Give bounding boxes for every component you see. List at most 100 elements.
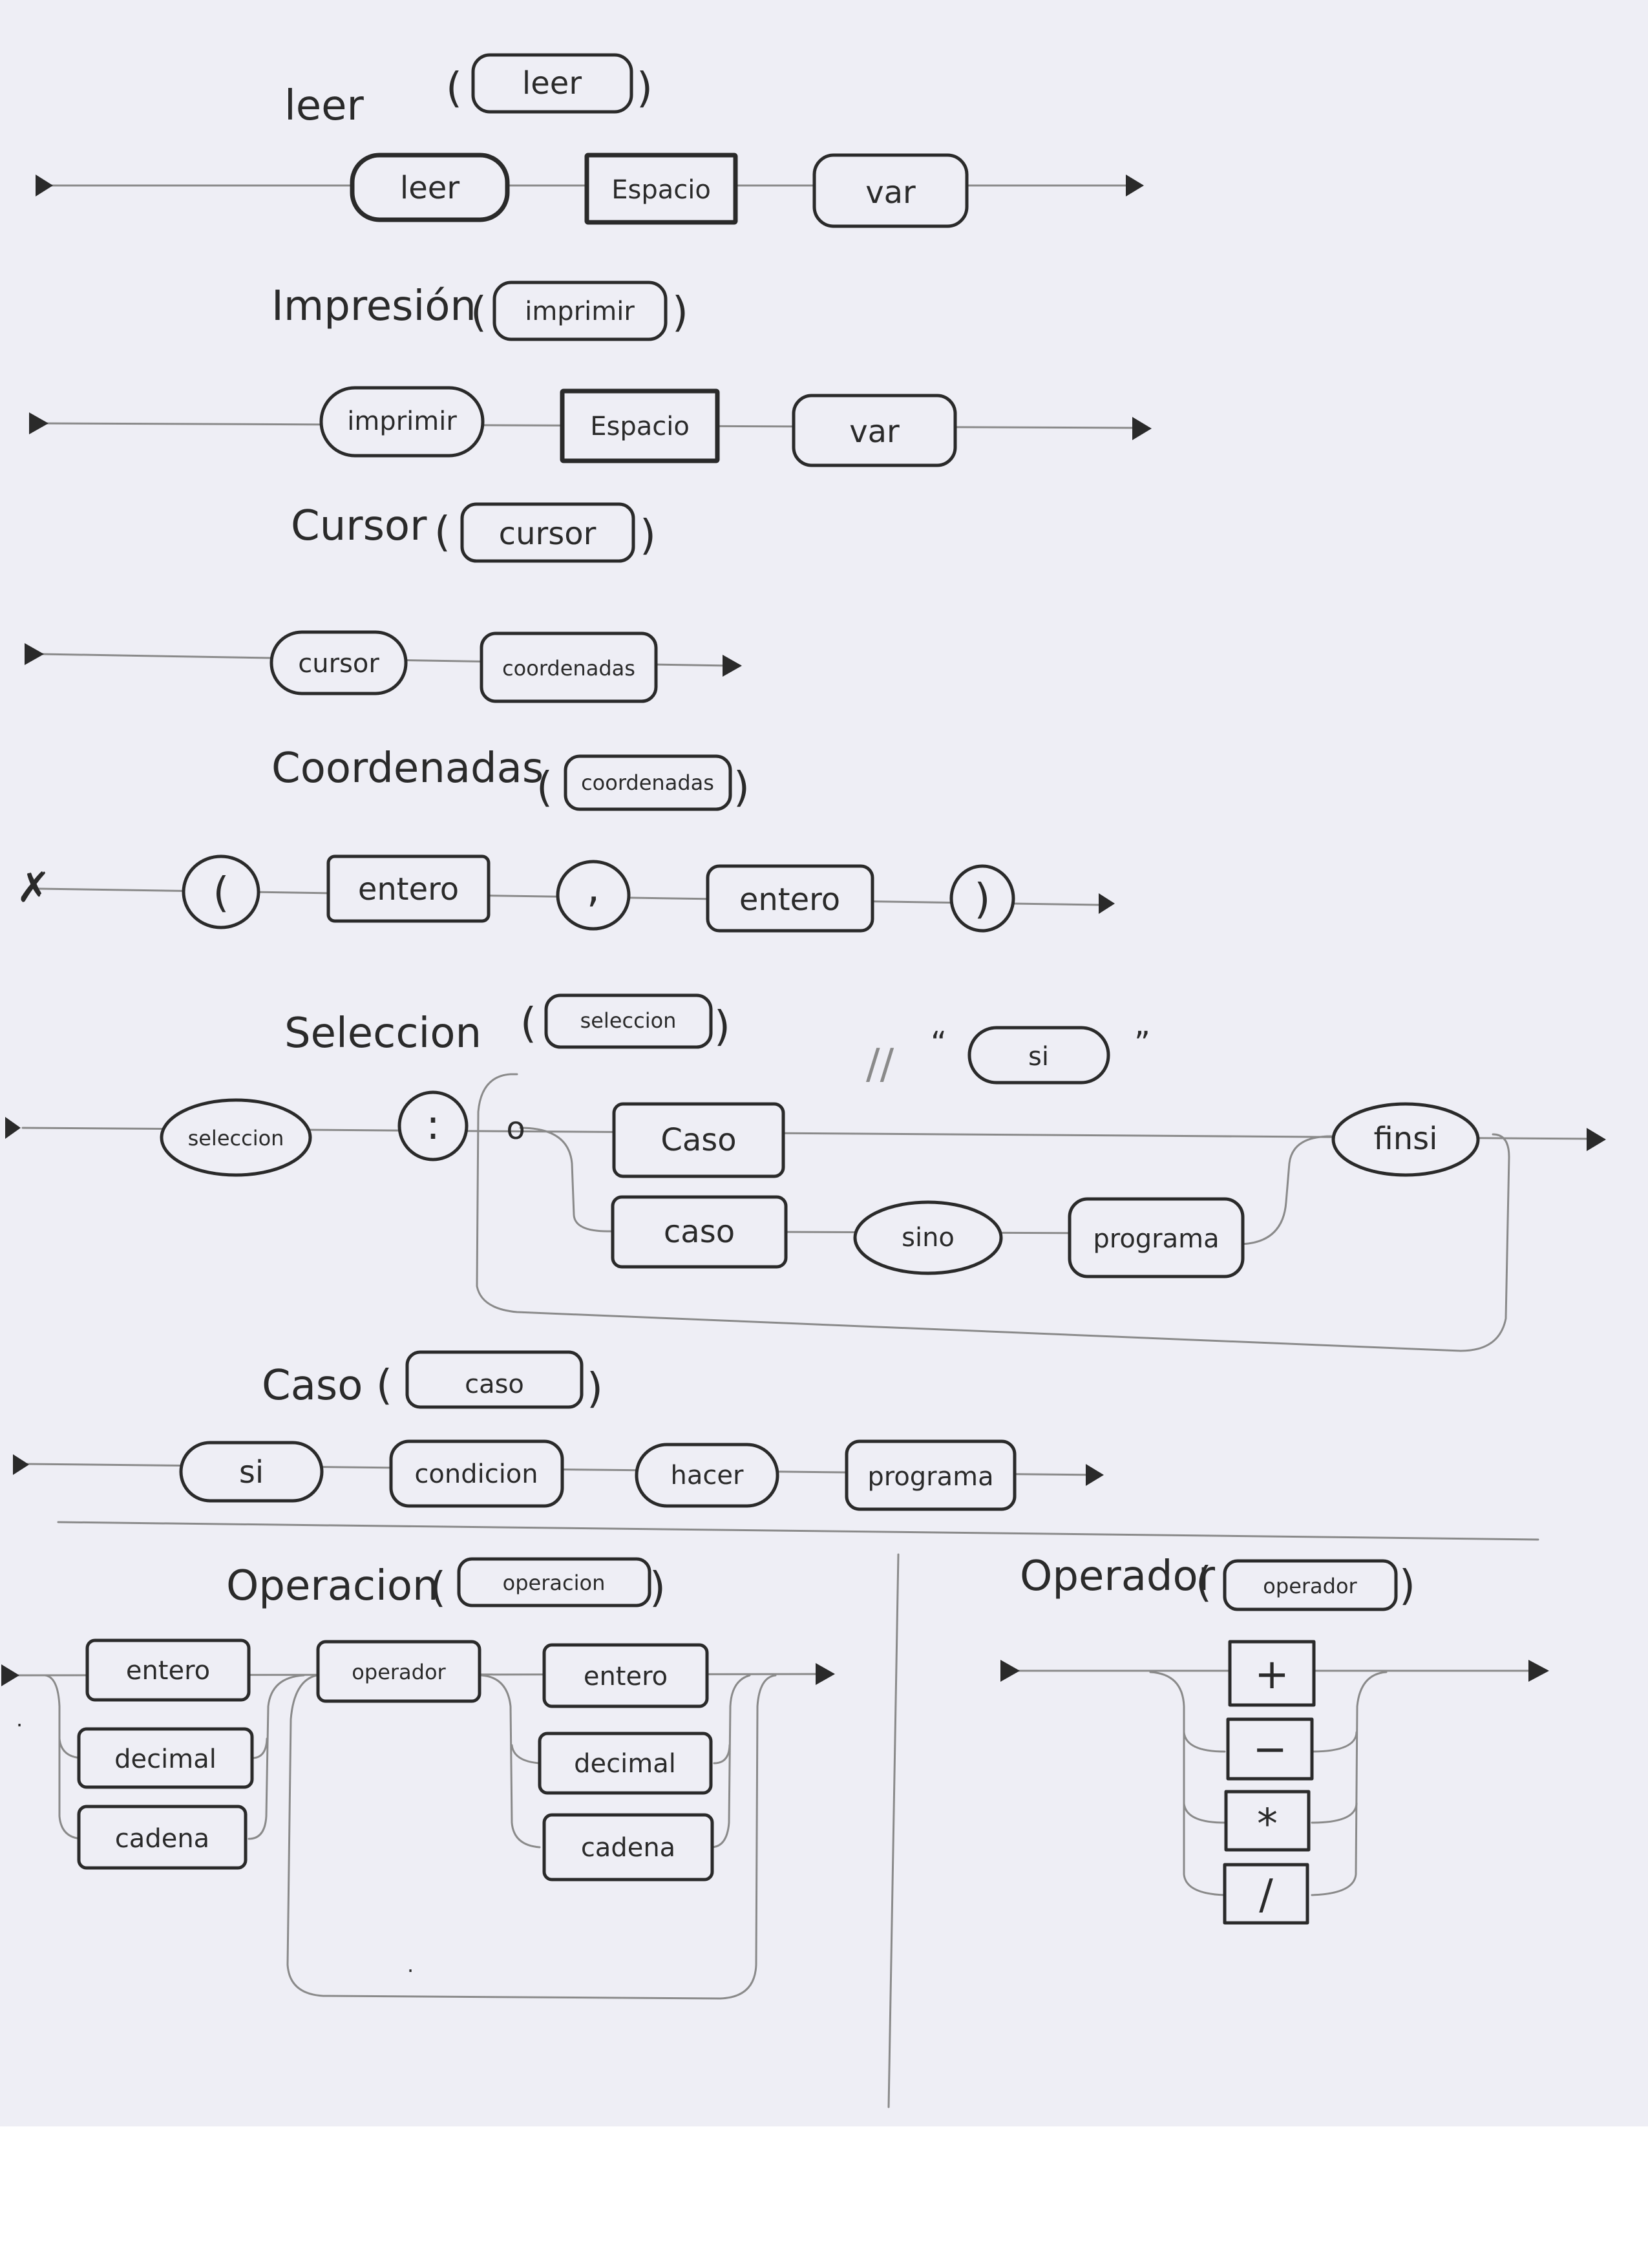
leer-start-arrow — [36, 175, 53, 196]
caso-ref-open-paren: ( — [376, 1362, 392, 1410]
coordenadas-node-comma-label: , — [587, 864, 600, 912]
operacion-left-node-cadena-label: cadena — [115, 1824, 209, 1854]
operacion-node-operador-label: operador — [352, 1660, 446, 1684]
coordenadas-end-arrow — [1099, 893, 1115, 914]
coordenadas-ref-close-paren: ) — [734, 764, 750, 812]
operacion-left-branch-track — [44, 1674, 85, 1840]
operacion-left-node-entero-label: entero — [126, 1656, 210, 1686]
seleccion-ref-close-paren: ) — [714, 1003, 730, 1051]
operador-branch-track — [1149, 1671, 1226, 1896]
impresion-node-var-label: var — [849, 414, 900, 450]
operador-node-divide — [1223, 1863, 1309, 1925]
cursor-ref-open-paren: ( — [434, 509, 450, 556]
coordenadas-ref-open-paren: ( — [536, 764, 553, 812]
vertical-divider — [887, 1553, 900, 2108]
operador-node-times — [1224, 1790, 1311, 1852]
operacion-node-operador — [316, 1640, 481, 1703]
caso-node-programa — [845, 1439, 1017, 1511]
coordenadas-node-open-paren — [182, 854, 260, 929]
seleccion-node-finsi-label: finsi — [1374, 1121, 1438, 1157]
operador-node-minus-label: − — [1252, 1726, 1287, 1774]
coordenadas-start-marker: ✗ — [16, 864, 51, 912]
operacion-ref-box — [457, 1557, 651, 1607]
caso-node-programa-label: programa — [867, 1462, 993, 1492]
operacion-left-node-decimal — [77, 1727, 254, 1789]
operacion-section: Operacion ( operacion ) · entero decimal… — [1, 1557, 835, 2000]
seleccion-node-seleccion-label: seleccion — [188, 1126, 284, 1150]
caso-node-condicion-label: condicion — [414, 1459, 538, 1489]
seleccion-node-sino-label: sino — [902, 1223, 955, 1253]
operador-node-plus — [1228, 1640, 1316, 1707]
seleccion-comment-node-si-label: si — [1028, 1042, 1049, 1072]
seleccion-ref-box — [544, 993, 713, 1049]
caso-ref-close-paren: ) — [587, 1365, 603, 1413]
seleccion-node-caso-2-label: caso — [664, 1214, 735, 1250]
operacion-stray-mark: · — [16, 1713, 23, 1737]
seleccion-join-track — [1236, 1135, 1333, 1245]
leer-ref-open-paren: ( — [446, 65, 462, 112]
impresion-ref-open-paren: ( — [470, 289, 487, 337]
cursor-ref-box — [460, 502, 635, 563]
coordenadas-node-entero-1-label: entero — [358, 871, 459, 907]
seleccion-node-caso-1-label: Caso — [660, 1122, 736, 1158]
cursor-node-cursor — [269, 630, 408, 695]
seleccion-node-programa-label: programa — [1093, 1224, 1219, 1254]
operador-section: Operador ( operador ) + − * / — [1000, 1553, 1549, 1925]
seleccion-node-finsi — [1331, 1102, 1480, 1177]
operacion-right-node-cadena — [542, 1813, 714, 1881]
leer-node-leer-label: leer — [400, 170, 460, 206]
operador-branch-times — [1183, 1802, 1226, 1824]
operacion-right-join-decimal — [713, 1744, 731, 1765]
operacion-left-node-cadena — [77, 1805, 248, 1870]
operador-join-minus — [1311, 1731, 1358, 1753]
operacion-ref-open-paren: ( — [430, 1564, 446, 1612]
operador-ref-label: operador — [1263, 1574, 1357, 1598]
seleccion-node-colon — [397, 1090, 469, 1161]
seleccion-comment-slashes: // — [866, 1041, 894, 1088]
operacion-right-node-decimal-label: decimal — [574, 1749, 676, 1779]
coordenadas-node-entero-2-label: entero — [739, 882, 840, 918]
caso-node-hacer-label: hacer — [671, 1461, 744, 1490]
impresion-ref-box — [492, 281, 668, 341]
caso-start-arrow — [13, 1454, 29, 1475]
seleccion-loop-back-track — [476, 1073, 1510, 1352]
seleccion-branch-track — [519, 1127, 1103, 1235]
coordenadas-node-entero-1 — [326, 854, 491, 923]
operacion-left-node-decimal-label: decimal — [114, 1744, 217, 1774]
seleccion-section: Seleccion ( seleccion ) // “ si ” selecc… — [5, 993, 1606, 1352]
cursor-ref-label: cursor — [499, 516, 597, 552]
operador-join-times — [1311, 1802, 1358, 1824]
operador-ref-close-paren: ) — [1399, 1562, 1415, 1610]
seleccion-comment-open-quote: “ — [931, 1025, 947, 1061]
coordenadas-title: Coordenadas — [271, 745, 544, 792]
impresion-end-arrow — [1132, 417, 1152, 440]
leer-end-arrow — [1126, 175, 1144, 196]
seleccion-ref-open-paren: ( — [520, 1000, 536, 1048]
paper-background — [0, 0, 1648, 2126]
leer-node-var — [812, 153, 969, 228]
operacion-left-join-track — [248, 1674, 305, 1840]
impresion-section: Impresión ( imprimir ) imprimir Espacio … — [29, 281, 1152, 467]
impresion-ref-close-paren: ) — [672, 289, 688, 337]
leer-ref-label: leer — [522, 65, 582, 101]
operacion-right-node-entero — [542, 1643, 709, 1708]
leer-ref-close-paren: ) — [637, 65, 653, 112]
coordenadas-node-entero-2 — [706, 864, 874, 933]
coordenadas-node-close-paren — [949, 864, 1015, 933]
leer-node-espacio-label: Espacio — [611, 175, 711, 205]
operador-start-arrow — [1000, 1660, 1020, 1682]
caso-title: Caso — [262, 1362, 363, 1410]
coordenadas-node-comma — [556, 860, 631, 931]
operador-end-arrow — [1528, 1660, 1549, 1682]
operacion-right-node-entero-label: entero — [584, 1662, 668, 1691]
caso-node-hacer — [635, 1443, 779, 1508]
operacion-end-arrow — [816, 1663, 835, 1685]
operador-node-plus-label: + — [1254, 1651, 1289, 1699]
seleccion-start-arrow — [5, 1117, 21, 1139]
cursor-node-cursor-label: cursor — [298, 649, 379, 679]
horizontal-divider — [57, 1521, 1539, 1541]
cursor-section: Cursor ( cursor ) cursor coordenadas — [25, 502, 742, 703]
caso-node-si-label: si — [239, 1454, 264, 1490]
caso-end-arrow — [1086, 1464, 1104, 1486]
cursor-node-coordenadas — [480, 631, 658, 703]
